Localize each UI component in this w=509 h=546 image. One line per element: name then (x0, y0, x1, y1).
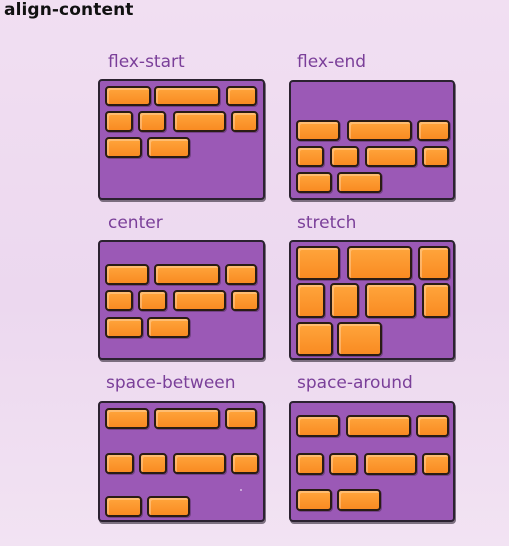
flex-item (330, 283, 359, 318)
flex-item (105, 264, 149, 285)
flex-item (365, 283, 416, 318)
flex-item (173, 453, 226, 474)
flex-item (105, 453, 134, 474)
flex-item (365, 146, 417, 167)
label-flex-end: flex-end (297, 52, 367, 72)
label-space-around: space-around (297, 373, 413, 393)
flex-item (296, 172, 332, 193)
flex-item (138, 111, 166, 132)
flex-item (347, 120, 412, 141)
flex-item (147, 137, 190, 158)
flex-item (347, 246, 412, 280)
flex-item (173, 290, 226, 311)
container-flex-end (289, 80, 455, 200)
page-title: align-content (4, 0, 134, 20)
flex-item (346, 415, 411, 437)
flex-item (105, 496, 142, 517)
flex-item (105, 111, 133, 132)
flex-item (105, 317, 143, 338)
flex-item (231, 290, 259, 311)
flex-item (296, 283, 325, 318)
flex-item (154, 86, 220, 106)
container-flex-start (98, 79, 265, 200)
flex-item (154, 408, 220, 429)
speck (240, 489, 242, 491)
flex-item (231, 453, 259, 474)
flex-item (154, 264, 220, 285)
flex-item (226, 86, 257, 106)
container-space-between (98, 401, 265, 522)
flex-item (337, 322, 382, 356)
flex-item (364, 453, 417, 475)
label-center: center (108, 213, 163, 233)
flex-item (418, 246, 450, 280)
flex-item (139, 453, 167, 474)
flex-item (422, 453, 450, 475)
flex-item (105, 290, 133, 311)
flex-item (296, 489, 332, 511)
flex-item (105, 408, 149, 429)
flex-item (337, 489, 381, 511)
flex-item (296, 246, 340, 280)
label-stretch: stretch (297, 213, 357, 233)
flex-item (147, 317, 190, 338)
container-center (98, 240, 265, 360)
flex-item (296, 453, 324, 475)
flex-item (296, 146, 324, 167)
flex-item (105, 137, 142, 158)
flex-item (417, 120, 450, 141)
flex-item (225, 408, 257, 429)
flex-item (330, 146, 359, 167)
flex-item (225, 264, 257, 285)
flex-item (337, 172, 382, 193)
container-space-around (289, 401, 455, 522)
flex-item (173, 111, 226, 132)
flex-item (296, 415, 340, 437)
label-flex-start: flex-start (108, 52, 185, 72)
flex-item (329, 453, 358, 475)
flex-item (138, 290, 167, 311)
flex-item (296, 120, 340, 141)
flex-item (422, 146, 449, 167)
label-space-between: space-between (106, 373, 236, 393)
container-stretch (289, 240, 455, 360)
flex-item (105, 86, 151, 106)
flex-item (147, 496, 190, 517)
flex-item (416, 415, 449, 437)
flex-item (231, 111, 258, 132)
flex-item (296, 322, 333, 356)
flex-item (422, 283, 450, 318)
